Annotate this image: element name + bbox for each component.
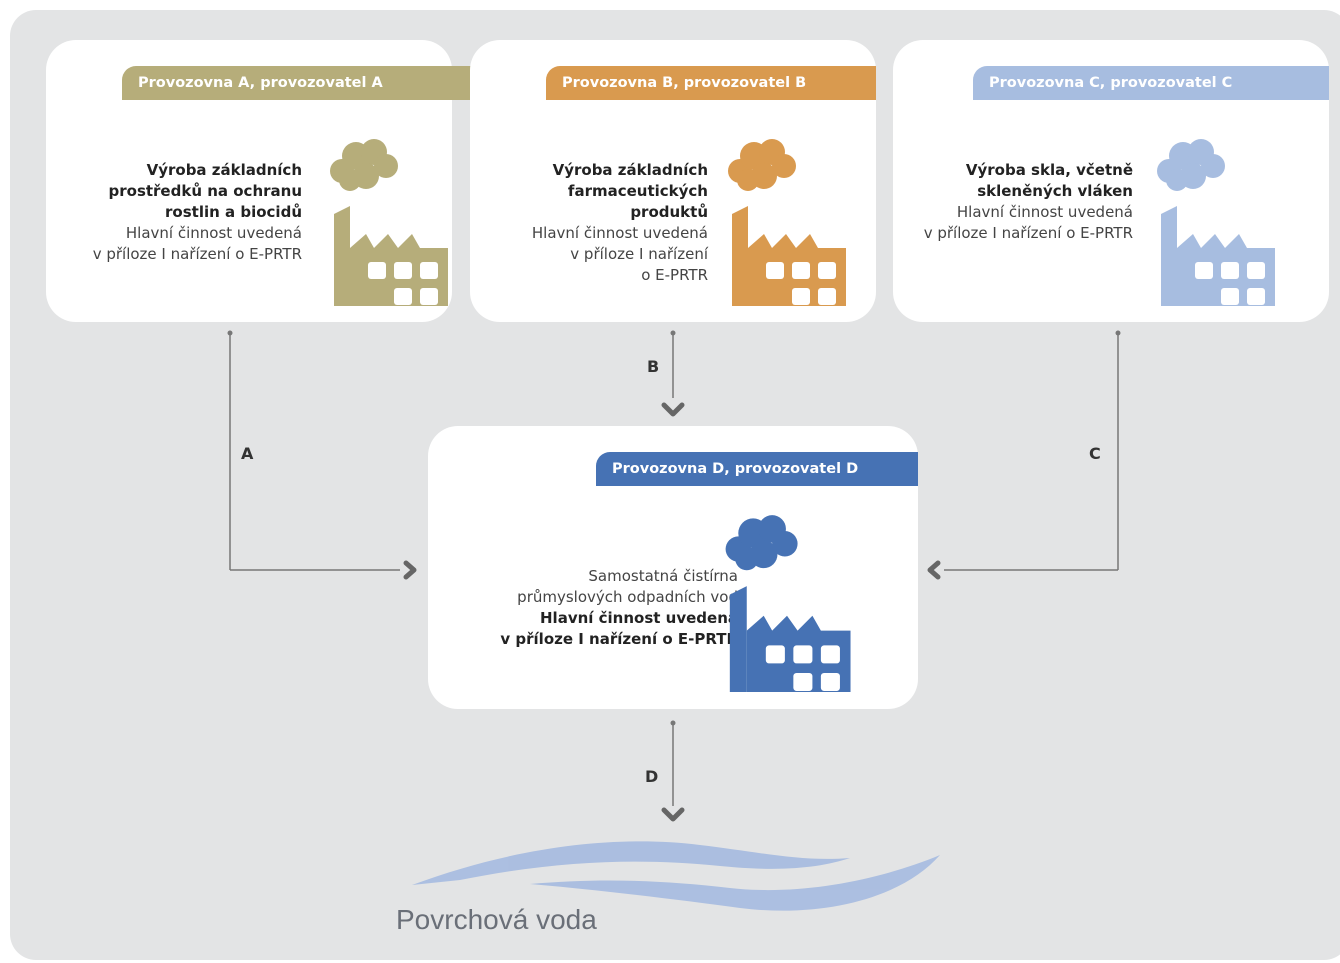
facility-a-description: Výroba základních prostředků na ochranu …	[92, 161, 302, 263]
arrow-c-icon	[927, 560, 941, 580]
facility-d-description: Samostatná čistírna průmyslových odpadní…	[500, 567, 738, 648]
factory-icon	[725, 515, 851, 692]
flow-label-a: A	[241, 444, 254, 463]
facility-d-card: Provozovna D, provozovatel D Samostatná …	[428, 426, 918, 709]
facility-a-title: Provozovna A, provozovatel A	[122, 66, 498, 100]
flow-label-d: D	[645, 767, 659, 786]
facility-b-description: Výroba základních farmaceutických produk…	[531, 161, 708, 284]
factory-icon	[1157, 139, 1275, 306]
arrow-d-icon	[661, 807, 685, 822]
water-waves-icon	[412, 841, 940, 911]
factory-icon	[330, 139, 448, 306]
facility-c-card: Provozovna C, provozovatel C Výroba skla…	[893, 40, 1329, 322]
facility-b-card: Provozovna B, provozovatel B Výroba zákl…	[470, 40, 876, 322]
facility-a-card: Provozovna A, provozovatel A Výroba zákl…	[46, 40, 498, 322]
facility-b-title: Provozovna B, provozovatel B	[546, 66, 876, 100]
facility-c-title: Provozovna C, provozovatel C	[973, 66, 1329, 100]
factory-icon	[728, 139, 846, 306]
facility-c-description: Výroba skla, včetně skleněných vláken Hl…	[923, 161, 1133, 242]
facility-d-title: Provozovna D, provozovatel D	[596, 452, 918, 486]
surface-water-label: Povrchová voda	[396, 904, 597, 935]
flow-label-b: B	[647, 357, 660, 376]
flow-label-c: C	[1089, 444, 1101, 463]
arrow-b-icon	[661, 402, 685, 417]
arrow-a-icon	[403, 560, 417, 580]
